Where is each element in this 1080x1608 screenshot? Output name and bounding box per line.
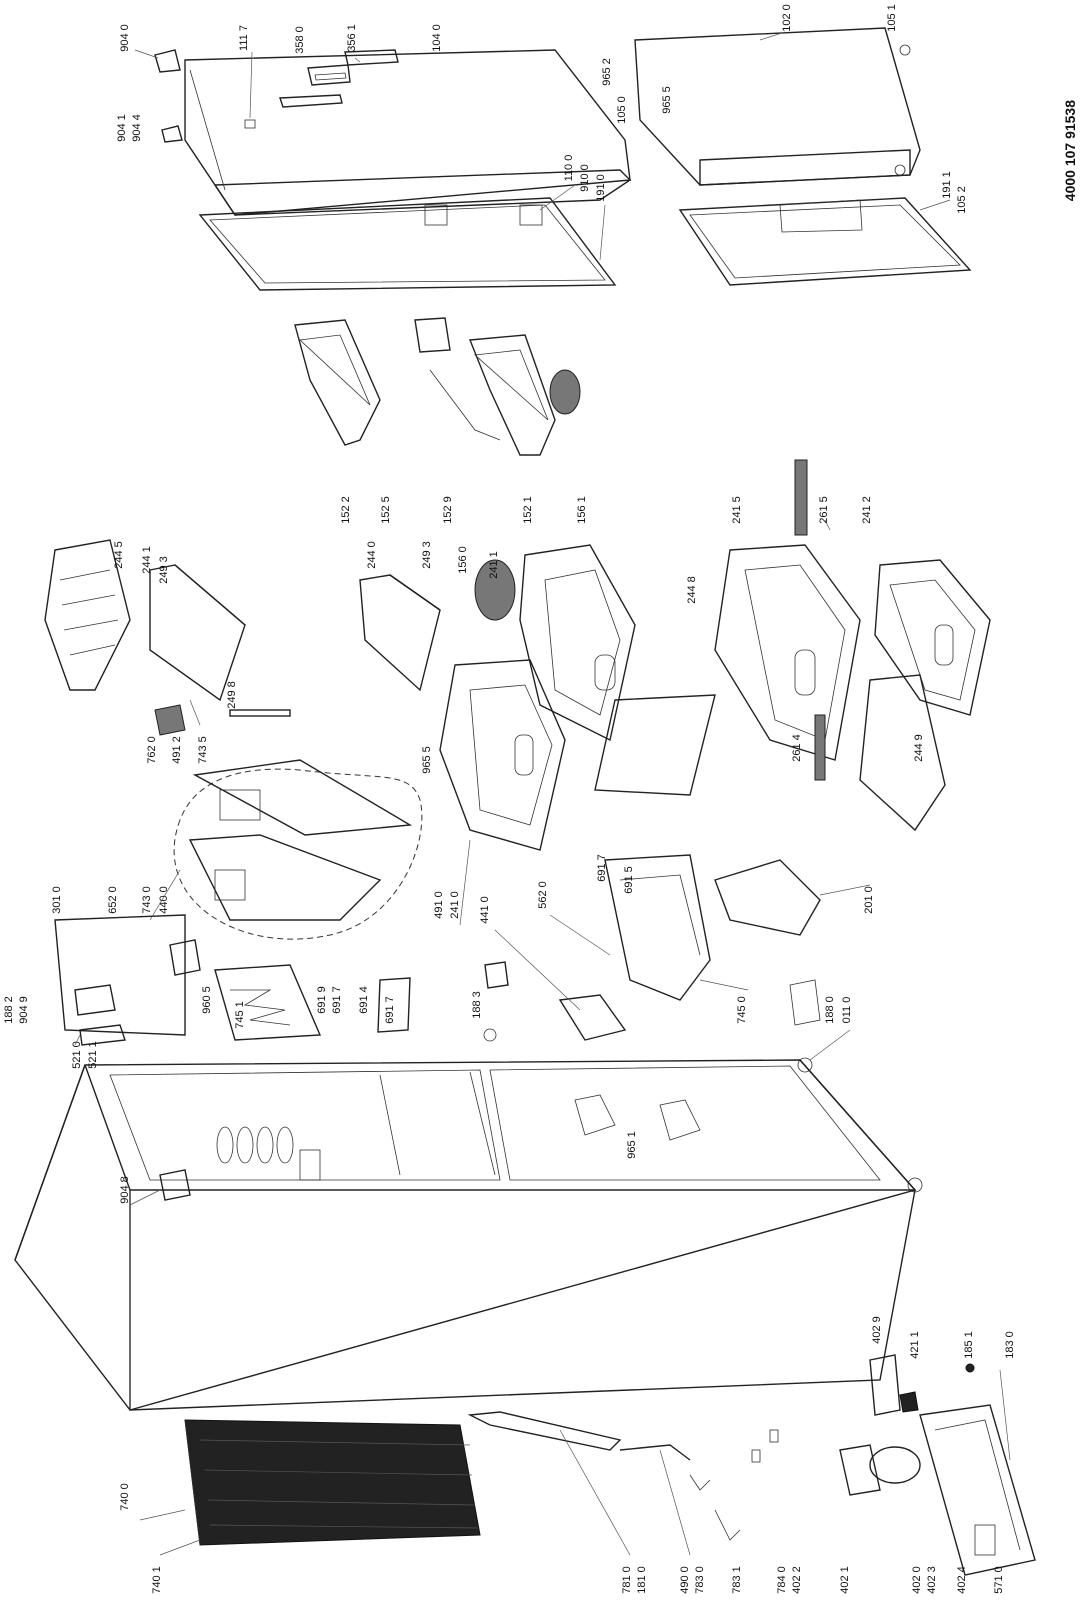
label-152-1: 152 1: [522, 496, 534, 524]
label-244-0: 244 0: [366, 541, 378, 569]
label-244-1: 244 1: [141, 546, 153, 574]
label-356-1: 356 1: [346, 24, 358, 52]
label-105-0: 105 0: [616, 96, 628, 124]
label-965-5a: 965 5: [661, 86, 673, 114]
label-152-2: 152 2: [340, 496, 352, 524]
label-691-9: 691 9: [316, 986, 328, 1014]
label-244-5: 244 5: [113, 541, 125, 569]
label-241-5: 241 5: [731, 496, 743, 524]
label-652-0: 652 0: [107, 886, 119, 914]
label-011-0: 011 0: [841, 997, 853, 1024]
label-201-0: 201 0: [863, 886, 875, 914]
door-bins: [294, 317, 581, 456]
label-402-0: 402 0: [911, 1566, 923, 1594]
label-191-1: 191 1: [941, 171, 953, 199]
label-249-3a: 249 3: [158, 556, 170, 584]
label-491-2: 491 2: [171, 736, 183, 764]
label-188-2: 188 2: [3, 996, 15, 1024]
label-111-7: 111 7: [238, 25, 250, 51]
label-402-2: 402 2: [791, 1566, 803, 1594]
fridge-door-assembly: [154, 49, 632, 291]
label-743-0: 743 0: [141, 886, 153, 914]
label-491-0: 491 0: [433, 891, 445, 919]
label-244-8: 244 8: [686, 576, 698, 604]
label-784-0: 784 0: [776, 1566, 788, 1594]
label-241-0: 241 0: [449, 891, 461, 919]
document-number: 4000 107 91538: [1062, 100, 1078, 201]
label-904-9: 904 9: [18, 996, 30, 1024]
label-261-5: 261 5: [818, 496, 830, 524]
air-duct-assembly: [54, 704, 423, 1046]
label-152-9: 152 9: [442, 496, 454, 524]
label-521-0: 521 0: [71, 1041, 83, 1069]
label-571-0: 571 0: [993, 1566, 1005, 1594]
label-249-3b: 249 3: [421, 541, 433, 569]
label-244-9: 244 9: [913, 734, 925, 762]
label-783-1: 783 1: [731, 1566, 743, 1594]
label-743-5: 743 5: [197, 736, 209, 764]
label-562-0: 562 0: [537, 881, 549, 909]
label-358-0: 358 0: [294, 26, 306, 54]
label-188-0: 188 0: [824, 996, 836, 1024]
label-104-0: 104 0: [431, 24, 443, 52]
label-745-1: 745 1: [234, 1001, 246, 1029]
label-904-1: 904 1: [116, 114, 128, 142]
label-904-0: 904 0: [119, 24, 131, 52]
label-402-4: 402 4: [956, 1566, 968, 1594]
label-105-2: 105 2: [956, 186, 968, 214]
label-781-0: 781 0: [621, 1566, 633, 1594]
label-241-1: 241 1: [488, 551, 500, 579]
part-number-labels: 904 0 111 7 358 0 356 1 104 0 102 0 105 …: [3, 4, 1016, 1594]
label-965-5b: 965 5: [421, 746, 433, 774]
label-402-1: 402 1: [839, 1566, 851, 1594]
label-185-1: 185 1: [963, 1331, 975, 1359]
label-965-2: 965 2: [601, 58, 613, 86]
label-191-0: 191 0: [595, 174, 607, 202]
label-904-4: 904 4: [131, 114, 143, 142]
label-691-7c: 691 7: [596, 854, 608, 882]
label-490-0: 490 0: [679, 1566, 691, 1594]
label-440-0: 440 0: [158, 886, 170, 914]
shelves-and-drawers: [44, 459, 991, 851]
label-762-0: 762 0: [146, 736, 158, 764]
label-691-7b: 691 7: [384, 996, 396, 1024]
label-102-0: 102 0: [781, 4, 793, 32]
label-301-0: 301 0: [51, 886, 63, 914]
refrigerator-cabinet: [14, 1059, 917, 1411]
label-910-0: 910 0: [579, 164, 591, 192]
label-188-3: 188 3: [471, 991, 483, 1019]
misc-mid-parts: [483, 854, 923, 1193]
label-691-4: 691 4: [358, 986, 370, 1014]
label-783-0: 783 0: [694, 1566, 706, 1594]
label-402-9: 402 9: [871, 1316, 883, 1344]
freezer-door-assembly: [634, 27, 972, 286]
label-904-8: 904 8: [119, 1176, 131, 1204]
label-521-1: 521 1: [87, 1041, 99, 1069]
label-261-4: 261 4: [791, 734, 803, 762]
label-156-0: 156 0: [457, 546, 469, 574]
label-249-8: 249 8: [226, 681, 238, 709]
label-105-1: 105 1: [886, 4, 898, 32]
label-441-0: 441 0: [479, 896, 491, 924]
label-691-7a: 691 7: [331, 986, 343, 1014]
bottom-components: [467, 1354, 1036, 1576]
label-156-1: 156 1: [576, 496, 588, 524]
label-110-0: 110 0: [563, 155, 575, 182]
label-691-5: 691 5: [623, 866, 635, 894]
label-241-2: 241 2: [861, 496, 873, 524]
label-181-0: 181 0: [636, 1566, 648, 1594]
label-183-0: 183 0: [1004, 1331, 1016, 1359]
condenser-740: [184, 1419, 481, 1546]
leader-lines: [74, 31, 1011, 1556]
label-965-1: 965 1: [626, 1131, 638, 1159]
label-740-1: 740 1: [151, 1566, 163, 1594]
label-152-5: 152 5: [380, 496, 392, 524]
label-421-1: 421 1: [909, 1331, 921, 1359]
label-740-0: 740 0: [119, 1483, 131, 1511]
label-960-5: 960 5: [201, 986, 213, 1014]
label-745-0: 745 0: [736, 996, 748, 1024]
label-402-3: 402 3: [926, 1566, 938, 1594]
